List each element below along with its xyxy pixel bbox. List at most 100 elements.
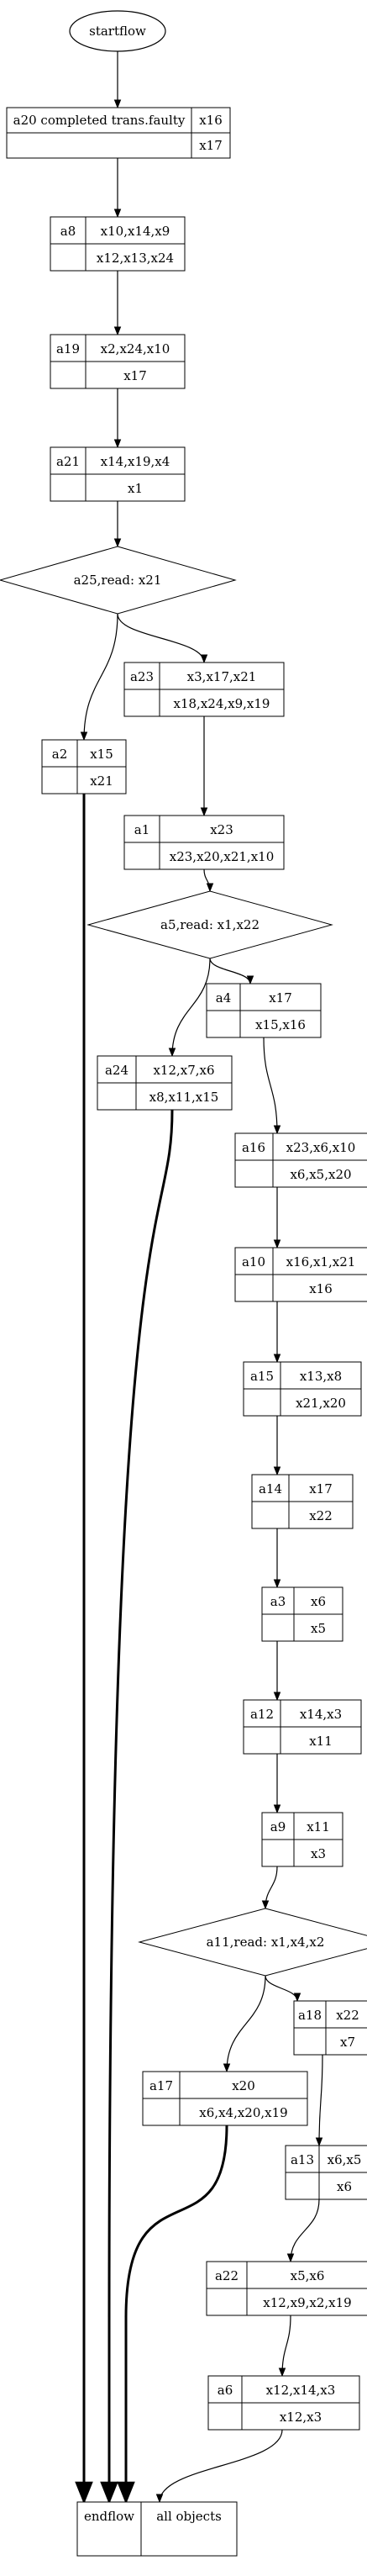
node-a9-bottom: x3 <box>311 1846 326 1861</box>
edge-a5-a4 <box>209 958 254 985</box>
edge-a25-a23 <box>117 613 208 664</box>
node-a22-top: x5,x6 <box>291 2268 325 2283</box>
node-a18-bottom: x7 <box>340 2035 355 2050</box>
node-a13-top: x6,x5 <box>328 2152 362 2167</box>
decision-a25: a25,read: x21 <box>0 546 237 615</box>
node-a4: a4 x17 x15,x16 <box>206 983 322 1038</box>
node-a1: a1 x23 x23,x20,x21,x10 <box>123 815 285 870</box>
node-a9-label: a9 <box>270 1819 286 1834</box>
end-label: endflow <box>84 2509 134 2524</box>
node-a18-top: x22 <box>336 2008 359 2023</box>
node-a10: a10 x16,x1,x21 x16 <box>234 1247 367 1302</box>
end-node: endflow all objects <box>76 2501 238 2557</box>
node-a19: a19 x2,x24,x10 x17 <box>50 334 186 389</box>
start-label: startflow <box>89 24 146 39</box>
edge-a25-a2 <box>80 613 118 742</box>
node-a20-bottom: x17 <box>199 138 223 153</box>
node-a15-top: x13,x8 <box>300 1369 342 1384</box>
node-a1-label: a1 <box>134 822 150 837</box>
node-a16-top: x23,x6,x10 <box>286 1140 356 1155</box>
end-right-label: all objects <box>156 2509 222 2524</box>
node-a21: a21 x14,x19,x4 x1 <box>50 446 186 502</box>
node-a10-label: a10 <box>242 1254 265 1270</box>
node-a23-bottom: x18,x24,x9,x19 <box>174 696 270 711</box>
edge-a6-end <box>155 2429 283 2504</box>
edge-a4-a16 <box>263 1037 281 1135</box>
node-a22-bottom: x12,x9,x2,x19 <box>263 2295 351 2310</box>
edge-a11-a17 <box>223 1975 266 2073</box>
node-a9-top: x11 <box>307 1819 330 1834</box>
node-a24-top: x12,x7,x6 <box>153 1063 214 1078</box>
node-a8-bottom: x12,x13,x24 <box>97 251 174 266</box>
node-a16-label: a16 <box>242 1140 265 1155</box>
edge-a13-a22 <box>286 2199 320 2263</box>
node-a18-label: a18 <box>298 2008 322 2023</box>
bold-edge-a17-end <box>117 2125 228 2505</box>
node-a6-top: x12,x14,x3 <box>266 2383 336 2398</box>
node-a10-top: x16,x1,x21 <box>286 1254 356 1270</box>
node-a2-bottom: x21 <box>90 773 113 789</box>
node-a19-bottom: x17 <box>123 368 147 383</box>
node-a22: a22 x5,x6 x12,x9,x2,x19 <box>206 2261 367 2316</box>
edge-a11-a18 <box>265 1975 301 2003</box>
node-a4-label: a4 <box>216 990 232 1006</box>
node-a3-bottom: x5 <box>311 1621 326 1636</box>
node-a6-label: a6 <box>218 2383 233 2398</box>
node-a15-label: a15 <box>250 1369 274 1384</box>
decision-a11: a11,read: x1,x4,x2 <box>138 1908 367 1977</box>
node-a3-top: x6 <box>311 1594 326 1609</box>
node-a23-top: x3,x17,x21 <box>187 669 257 684</box>
node-a8-label: a8 <box>60 224 76 239</box>
node-a13-label: a13 <box>291 2152 314 2167</box>
node-a22-label: a22 <box>215 2268 239 2283</box>
node-a18: a18 x22 x7 <box>293 2000 367 2056</box>
edge-a5-a24 <box>168 958 211 1058</box>
node-a19-top: x2,x24,x10 <box>101 341 170 356</box>
decision-a5: a5,read: x1,x22 <box>87 890 333 959</box>
node-a20-label: a20 completed trans.faulty <box>13 113 186 128</box>
node-a16-bottom: x6,x5,x20 <box>290 1167 351 1182</box>
node-a20-top: x16 <box>199 113 223 128</box>
node-a17: a17 x20 x6,x4,x20,x19 <box>142 2071 308 2126</box>
node-a13: a13 x6,x5 x6 <box>285 2145 367 2200</box>
node-a14: a14 x17 x22 <box>251 1474 354 1529</box>
start-node: startflow <box>69 10 166 52</box>
node-a1-top: x23 <box>210 822 233 837</box>
node-a21-label: a21 <box>56 454 80 469</box>
node-a8: a8 x10,x14,x9 x12,x13,x24 <box>50 216 186 272</box>
node-a4-top: x17 <box>269 990 292 1006</box>
node-a23: a23 x3,x17,x21 x18,x24,x9,x19 <box>123 662 285 717</box>
node-a14-label: a14 <box>259 1481 282 1497</box>
node-a2: a2 x15 x21 <box>41 739 127 794</box>
node-a10-bottom: x16 <box>309 1281 333 1296</box>
node-a12: a12 x14,x3 x11 <box>243 1699 362 1755</box>
node-a19-label: a19 <box>56 341 80 356</box>
node-a6: a6 x12,x14,x3 x12,x3 <box>207 2375 360 2431</box>
node-a2-label: a2 <box>52 747 68 762</box>
node-a14-top: x17 <box>309 1481 333 1497</box>
bold-edge-a24-end <box>100 1109 174 2505</box>
node-a24-label: a24 <box>105 1063 128 1078</box>
node-a21-bottom: x1 <box>128 481 143 496</box>
node-a12-bottom: x11 <box>309 1734 333 1749</box>
node-a1-bottom: x23,x20,x21,x10 <box>170 849 275 864</box>
node-a16: a16 x23,x6,x10 x6,x5,x20 <box>234 1132 367 1188</box>
edges-layer <box>75 51 323 2505</box>
node-a24: a24 x12,x7,x6 x8,x11,x15 <box>97 1055 233 1111</box>
decision-a11-label: a11,read: x1,x4,x2 <box>207 1935 325 1950</box>
node-a9: a9 x11 x3 <box>261 1812 343 1867</box>
node-a14-bottom: x22 <box>309 1508 333 1523</box>
node-a8-top: x10,x14,x9 <box>101 224 170 239</box>
node-a2-top: x15 <box>90 747 113 762</box>
node-a20: a20 completed trans.faulty x16 x17 <box>6 107 231 159</box>
node-a6-bottom: x12,x3 <box>280 2410 322 2425</box>
node-a15-bottom: x21,x20 <box>296 1396 346 1411</box>
node-a17-label: a17 <box>149 2078 173 2093</box>
edge-a18-a13 <box>315 2054 323 2147</box>
decision-a5-label: a5,read: x1,x22 <box>160 917 260 932</box>
node-a17-top: x20 <box>232 2078 255 2093</box>
node-a23-label: a23 <box>130 669 154 684</box>
node-a12-label: a12 <box>250 1707 274 1722</box>
node-a21-top: x14,x19,x4 <box>101 454 170 469</box>
